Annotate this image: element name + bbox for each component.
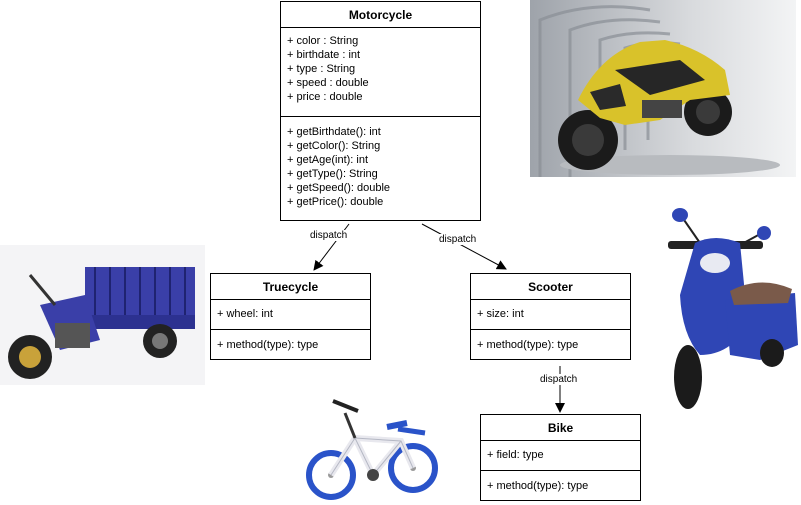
electric-scooter-image: [660, 205, 800, 413]
class-title: Motorcycle: [281, 2, 480, 28]
method: + getType(): String: [287, 168, 378, 180]
class-methods: + method(type): type: [481, 471, 640, 497]
method: + method(type): type: [217, 339, 319, 351]
class-attributes: + wheel: int: [211, 300, 370, 330]
attribute: + birthdate : int: [287, 49, 361, 61]
attribute: + price : double: [287, 91, 363, 103]
class-motorcycle[interactable]: Motorcycle + color : String + birthdate …: [280, 1, 481, 221]
method: + getPrice(): double: [287, 196, 384, 208]
class-title: Bike: [481, 415, 640, 441]
method: + getAge(int): int: [287, 154, 369, 166]
edge-motorcycle-scooter: [421, 223, 507, 270]
class-methods: + getBirthdate(): int + getColor(): Stri…: [281, 117, 480, 213]
method: + method(type): type: [487, 480, 589, 492]
edge-label-motorcycle-truecycle: dispatch: [309, 230, 349, 241]
method: + getColor(): String: [287, 140, 381, 152]
class-scooter[interactable]: Scooter + size: int + method(type): type: [470, 273, 631, 360]
class-title: Scooter: [471, 274, 630, 300]
tricycle-image: [0, 245, 205, 385]
class-bike[interactable]: Bike + field: type + method(type): type: [480, 414, 641, 501]
class-methods: + method(type): type: [211, 330, 370, 356]
attribute: + color : String: [287, 35, 359, 47]
class-attributes: + field: type: [481, 441, 640, 471]
edge-label-scooter-bike: dispatch: [539, 374, 579, 385]
method: + getSpeed(): double: [287, 182, 391, 194]
class-methods: + method(type): type: [471, 330, 630, 356]
class-attributes: + color : String + birthdate : int + typ…: [281, 28, 480, 117]
class-truecycle[interactable]: Truecycle + wheel: int + method(type): t…: [210, 273, 371, 360]
method: + method(type): type: [477, 339, 579, 351]
class-title: Truecycle: [211, 274, 370, 300]
edge-label-motorcycle-scooter: dispatch: [438, 234, 478, 245]
attribute: + size: int: [477, 308, 524, 320]
kids-bike-image: [303, 393, 440, 503]
sportbike-image: [530, 0, 796, 177]
method: + getBirthdate(): int: [287, 126, 381, 138]
attribute: + speed : double: [287, 77, 369, 89]
attribute: + wheel: int: [217, 308, 273, 320]
attribute: + field: type: [487, 449, 544, 461]
attribute: + type : String: [287, 63, 356, 75]
class-attributes: + size: int: [471, 300, 630, 330]
